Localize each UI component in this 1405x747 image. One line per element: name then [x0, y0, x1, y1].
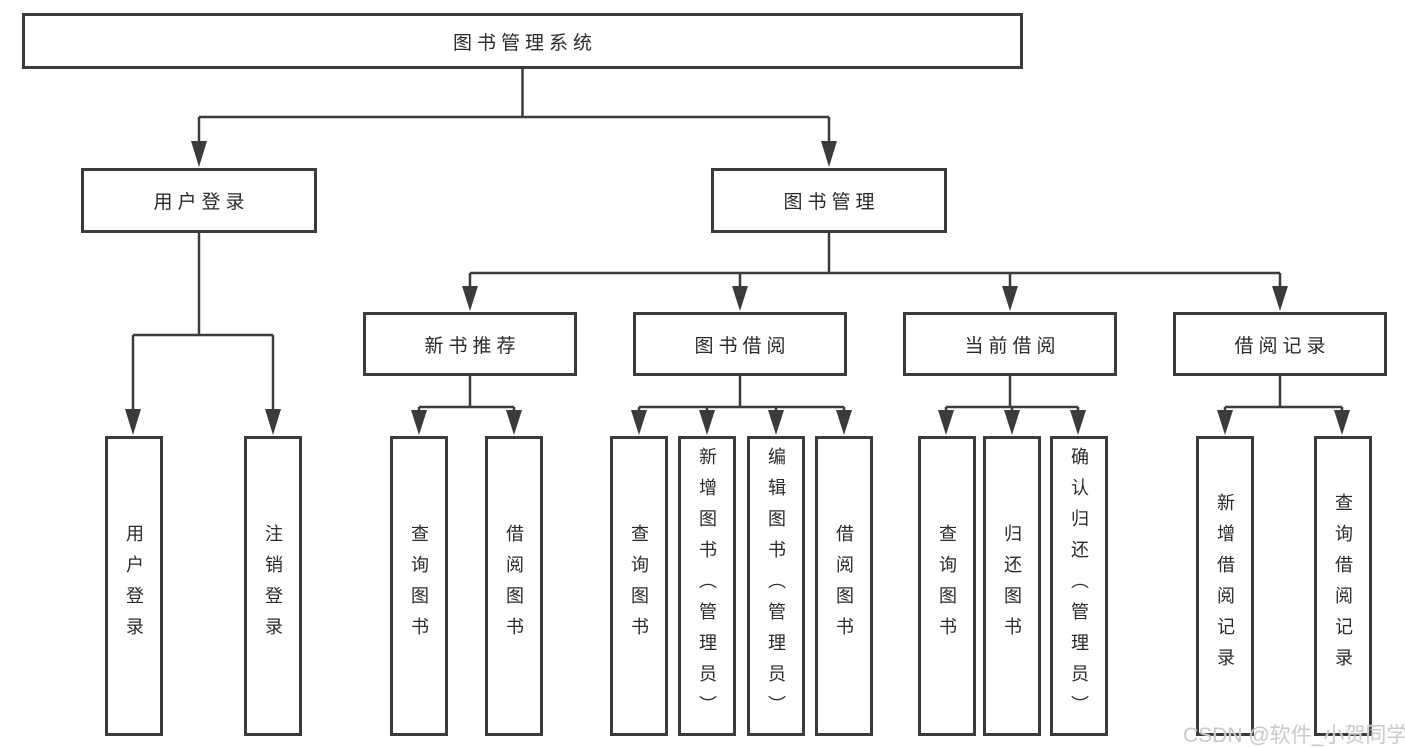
arrowheads	[125, 141, 1350, 435]
node-label: 确认归还（管理员）	[1069, 446, 1089, 726]
node-label: 新增图书（管理员）	[697, 446, 717, 726]
leaf-add-book-admin: 新增图书（管理员）	[678, 436, 736, 736]
leaf-user-login: 用户登录	[105, 436, 163, 736]
node-label: 当前借阅	[964, 335, 1061, 357]
leaf-query-books: 查询图书	[610, 436, 668, 736]
node-borrowing-records: 借阅记录	[1173, 312, 1387, 376]
node-label: 图书管理	[783, 192, 880, 213]
node-label: 查询图书	[629, 524, 649, 648]
leaf-confirm-return-admin: 确认归还（管理员）	[1050, 436, 1108, 736]
node-label: 新书推荐	[424, 335, 521, 357]
node-label: 编辑图书（管理员）	[766, 446, 786, 726]
node-label: 图书管理系统	[452, 32, 597, 54]
node-new-book-recommendation: 新书推荐	[363, 312, 577, 376]
node-book-borrowing: 图书借阅	[633, 312, 847, 376]
node-label: 用户登录	[124, 524, 144, 648]
node-user-login: 用户登录	[81, 168, 317, 233]
leaf-return-books: 归还图书	[983, 436, 1041, 736]
leaf-query-books: 查询图书	[918, 436, 976, 736]
node-current-borrowing: 当前借阅	[903, 312, 1117, 376]
leaf-logout: 注销登录	[244, 436, 302, 736]
node-label: 用户登录	[153, 192, 250, 213]
node-label: 查询图书	[409, 524, 429, 648]
node-label: 查询图书	[937, 524, 957, 648]
leaf-query-books: 查询图书	[390, 436, 448, 736]
watermark: CSDN @软件_小贺同学	[1183, 724, 1405, 747]
node-library-management-system: 图书管理系统	[22, 13, 1023, 69]
node-label: 借阅记录	[1234, 335, 1331, 357]
leaf-add-borrowing-record: 新增借阅记录	[1196, 436, 1254, 736]
leaf-borrow-books: 借阅图书	[815, 436, 873, 736]
node-label: 归还图书	[1002, 524, 1022, 648]
node-label: 查询借阅记录	[1333, 493, 1353, 679]
node-label: 借阅图书	[834, 524, 854, 648]
leaf-edit-book-admin: 编辑图书（管理员）	[747, 436, 805, 736]
node-label: 借阅图书	[504, 524, 524, 648]
node-book-management: 图书管理	[711, 168, 947, 233]
leaf-borrow-books: 借阅图书	[485, 436, 543, 736]
node-label: 注销登录	[263, 524, 283, 648]
node-label: 新增借阅记录	[1215, 493, 1235, 679]
leaf-query-borrowing-record: 查询借阅记录	[1314, 436, 1372, 736]
node-label: 图书借阅	[694, 335, 791, 357]
